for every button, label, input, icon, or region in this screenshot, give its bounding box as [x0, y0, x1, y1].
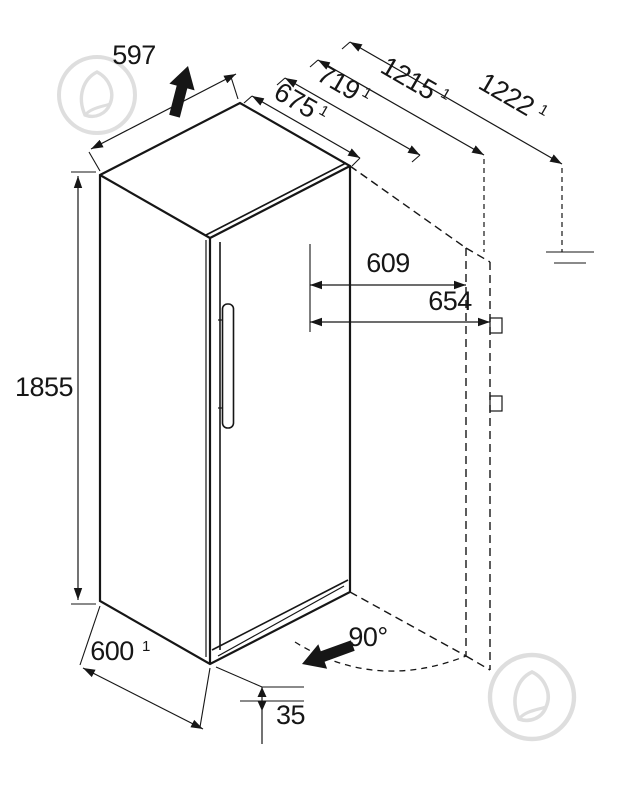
top-front-edge: [209, 165, 351, 239]
cabinet-outline: [98, 101, 352, 666]
dim-label-675-footnote: 1: [316, 102, 332, 121]
open-door-dashed: [349, 165, 503, 671]
dim-label-597: 597: [112, 40, 156, 70]
door-close-direction-arrow: [302, 640, 355, 669]
dim-bottom-width: 600 1: [79, 605, 211, 730]
dim-label-1222: 1222: [474, 67, 539, 122]
plinth-line: [217, 585, 345, 657]
dim-label-1855: 1855: [15, 372, 73, 402]
dim-label-719-footnote: 1: [359, 84, 375, 103]
dim-door-swing-inner: 609: [309, 244, 466, 332]
dim-top-width: 597: [88, 40, 239, 172]
door-handle: [218, 303, 235, 429]
dim-label-35: 35: [276, 700, 305, 730]
open-door-handle-mark-top: [489, 317, 503, 334]
dim-label-609: 609: [366, 248, 410, 278]
door-bottom-edge: [211, 579, 349, 651]
dim-height: 1855: [15, 171, 96, 605]
watermark-logo-bottom-right: [487, 652, 577, 742]
door-swing-arc: [294, 641, 467, 672]
door-angle-label: 90°: [348, 622, 387, 652]
dim-label-600-footnote: 1: [142, 638, 150, 655]
dim-label-600: 600: [90, 636, 134, 666]
door-top-edge: [205, 162, 347, 236]
dim-label-1222-footnote: 1: [536, 101, 552, 120]
dim-plinth-height: 35: [215, 666, 306, 744]
move-direction-arrow-top: [169, 66, 195, 118]
open-door-handle-mark-bottom: [489, 395, 503, 412]
dim-label-1215: 1215: [376, 51, 441, 106]
top-left-edge: [99, 174, 211, 239]
dim-door-swing-outer: 654: [310, 286, 490, 327]
dim-label-654: 654: [428, 286, 472, 316]
fridge-cabinet: [98, 101, 352, 666]
